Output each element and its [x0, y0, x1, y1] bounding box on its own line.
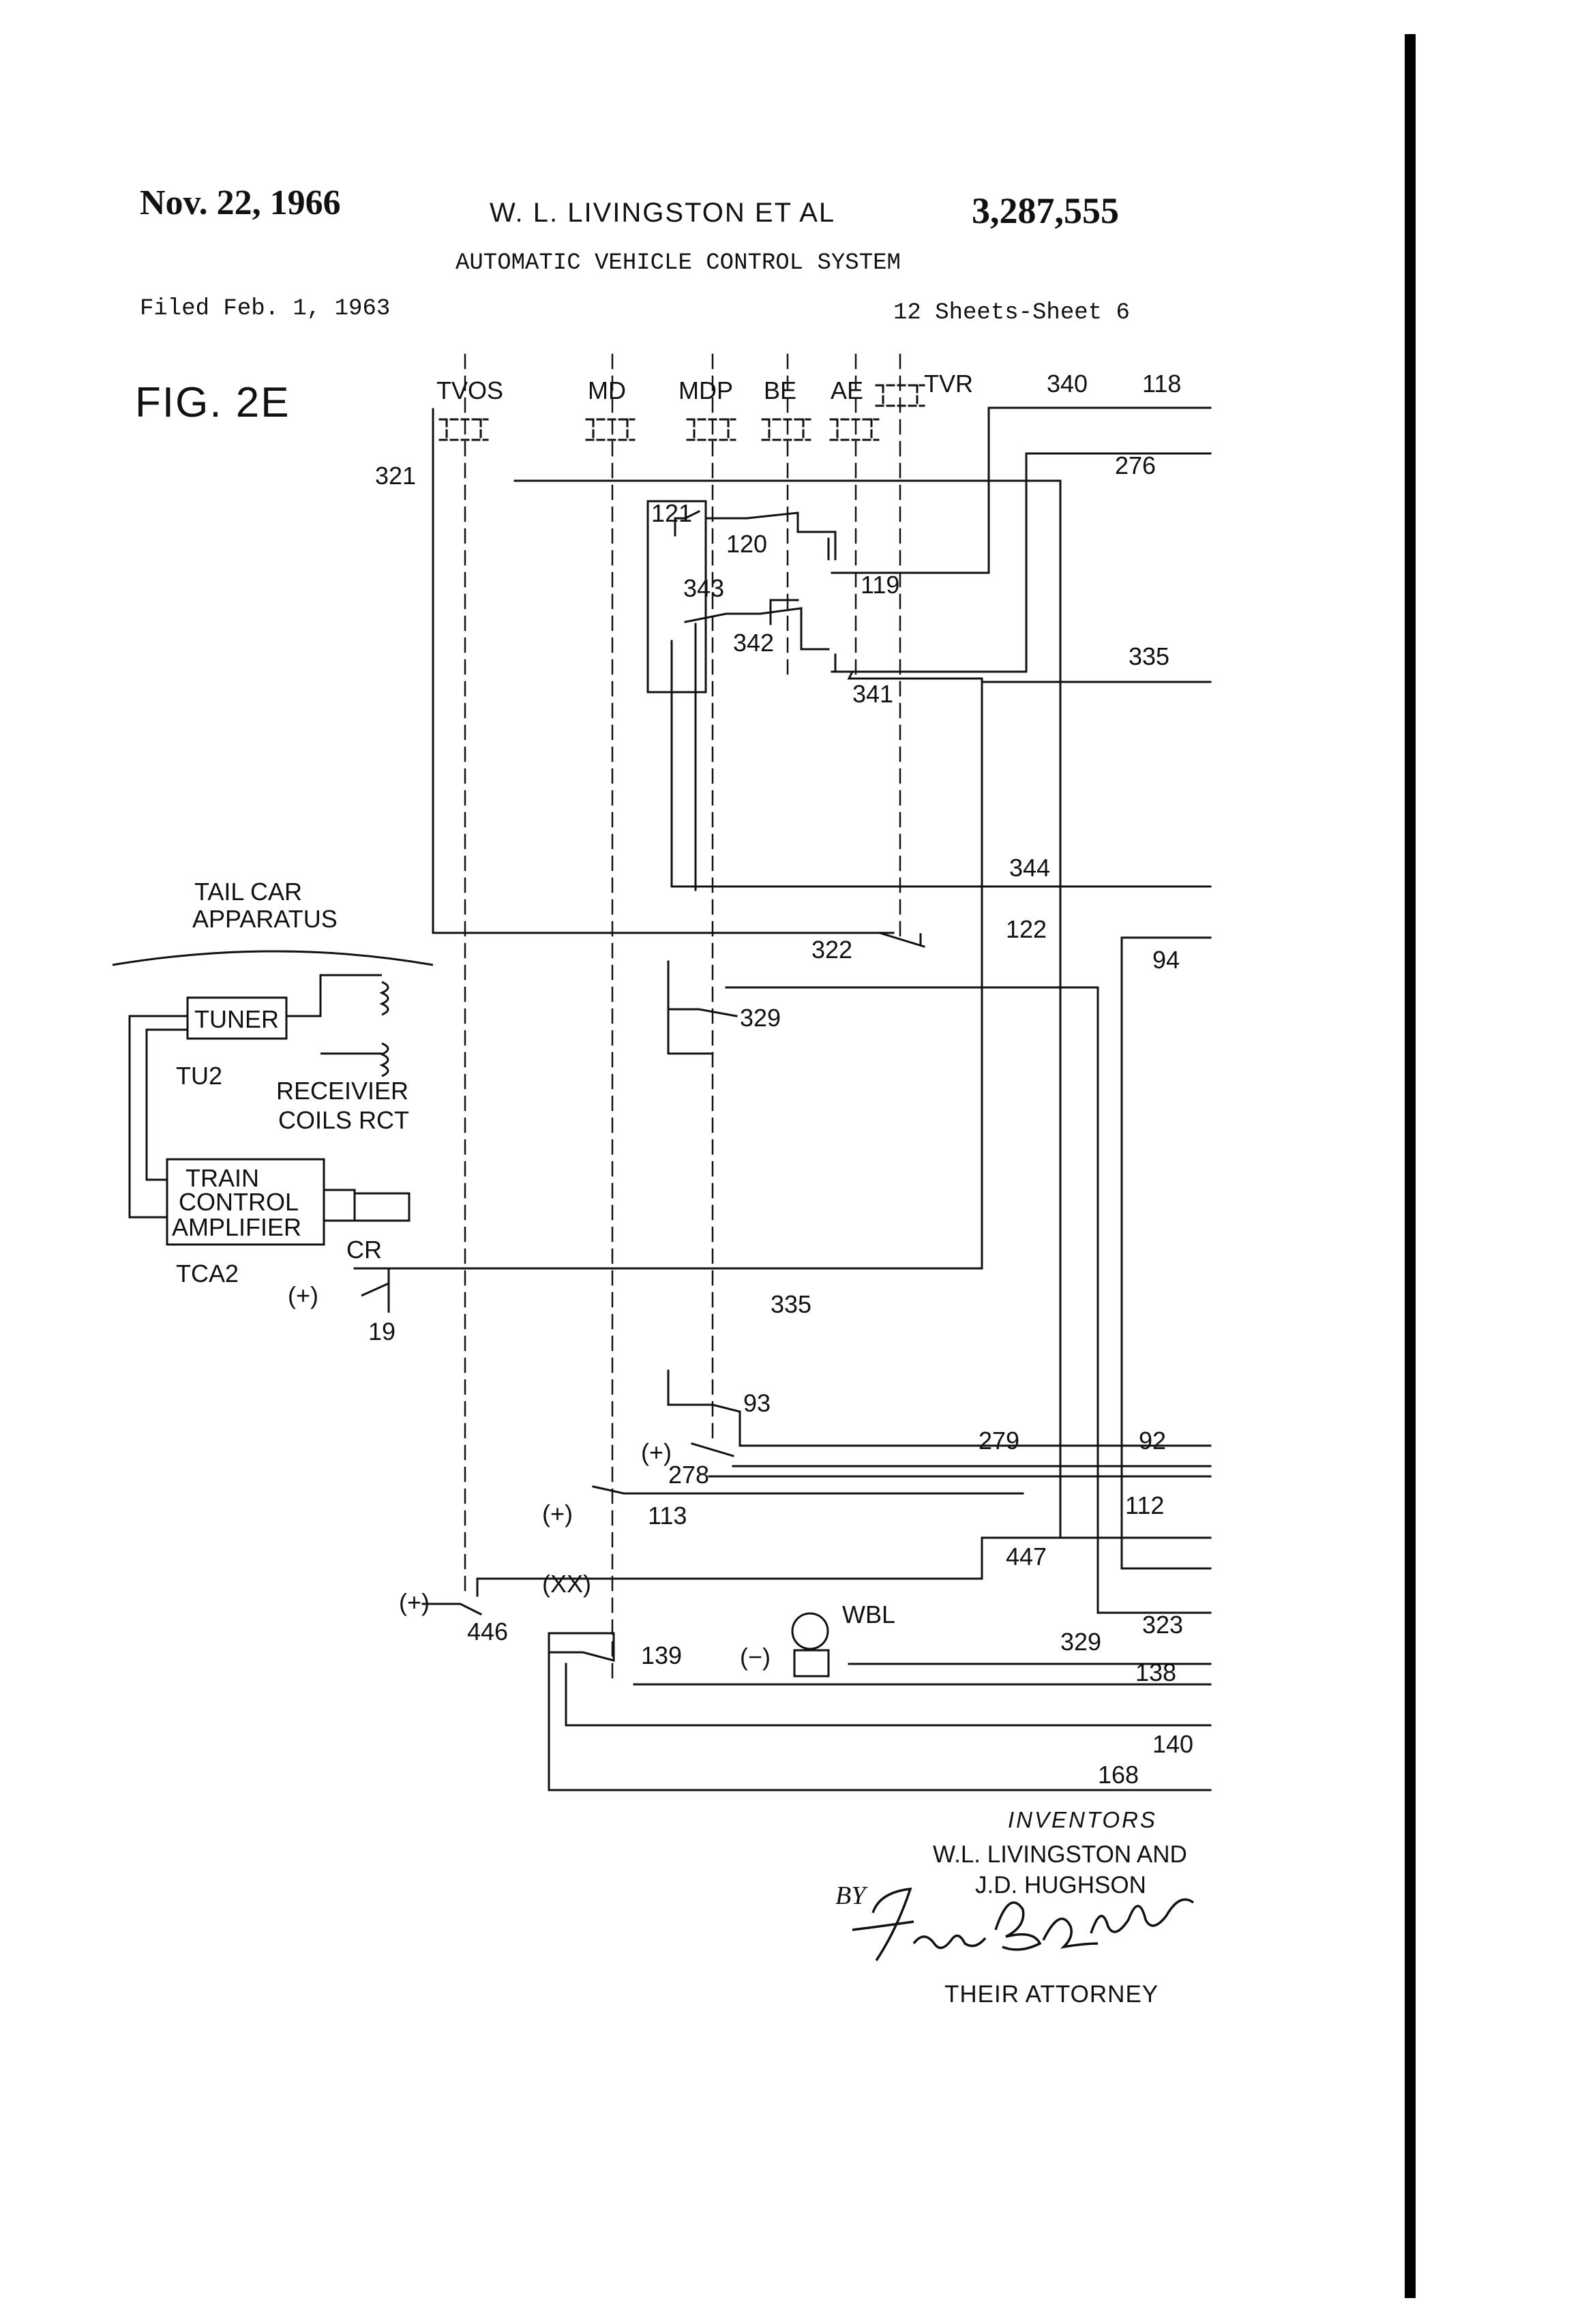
tuner-id: TU2	[176, 1062, 222, 1090]
label-278: 278	[668, 1461, 709, 1489]
tail-car-title-1: TAIL CAR	[194, 878, 302, 906]
label-wbl: WBL	[842, 1600, 895, 1628]
label-118: 118	[1142, 370, 1181, 398]
label-138: 138	[1135, 1658, 1176, 1686]
wire-279	[692, 1444, 1210, 1466]
label-341: 341	[852, 680, 893, 708]
wire-323	[1122, 938, 1210, 1568]
relay-label-ae: AE	[831, 376, 863, 404]
inventors-heading: INVENTORS	[1008, 1807, 1157, 1833]
inventor-names-line-2: J.D. HUGHSON	[975, 1872, 1146, 1899]
label-168: 168	[1098, 1761, 1139, 1789]
label-122: 122	[1006, 915, 1047, 943]
label-322: 322	[811, 936, 852, 964]
amp-id: TCA2	[176, 1260, 239, 1287]
power-plus-113: (+)	[542, 1500, 573, 1528]
tuner-label: TUNER	[194, 1005, 279, 1033]
wire-447	[423, 1538, 1210, 1614]
label-121: 121	[651, 499, 692, 527]
wire-321	[433, 409, 893, 933]
label-113: 113	[648, 1502, 687, 1530]
receiver-label-2: COILS RCT	[278, 1106, 409, 1134]
cr-relay-icon	[324, 1190, 409, 1221]
receiver-coil-icon	[382, 982, 388, 1015]
cr-label: CR	[346, 1236, 382, 1264]
label-119: 119	[861, 571, 899, 599]
power-plus-278: (+)	[641, 1438, 672, 1466]
wire-276	[835, 453, 1210, 672]
label-446: 446	[467, 1618, 508, 1645]
power-plus-446: (+)	[399, 1588, 430, 1616]
amp-label-2: CONTROL	[179, 1188, 299, 1216]
wire-113-loop	[515, 481, 1210, 1538]
wire-140	[566, 1664, 1210, 1725]
power-minus-wbl: (−)	[740, 1643, 771, 1671]
power-plus-19: (+)	[288, 1281, 318, 1309]
label-xx: (XX)	[542, 1570, 591, 1598]
relay-label-be: BE	[764, 376, 796, 404]
label-94: 94	[1152, 946, 1180, 974]
label-343: 343	[683, 574, 724, 602]
label-329: 329	[1060, 1628, 1101, 1656]
label-276: 276	[1115, 451, 1156, 479]
receiver-label-1: RECEIVIER	[276, 1077, 408, 1105]
label-342: 342	[733, 629, 774, 657]
tail-car-title-2: APPARATUS	[192, 905, 338, 933]
label-120: 120	[726, 530, 767, 558]
label-93: 93	[743, 1389, 771, 1417]
label-112: 112	[1125, 1491, 1164, 1519]
inventor-names-line-1: W.L. LIVINGSTON AND	[933, 1841, 1187, 1868]
by-label: BY	[835, 1881, 865, 1911]
label-92: 92	[1139, 1427, 1166, 1455]
label-279: 279	[979, 1427, 1019, 1455]
label-329a: 329	[740, 1004, 781, 1032]
label-335-mid: 335	[771, 1290, 811, 1318]
attorney-signature	[852, 1889, 1193, 1961]
label-344: 344	[1009, 854, 1050, 882]
attorney-role: THEIR ATTORNEY	[944, 1981, 1159, 2008]
wire-340	[832, 408, 1210, 573]
wbl-lamp-icon	[792, 1613, 829, 1676]
label-140: 140	[1152, 1730, 1193, 1758]
contact-19	[361, 1268, 389, 1313]
label-19: 19	[368, 1317, 395, 1345]
relay-label-mdp: MDP	[678, 376, 733, 404]
label-321: 321	[375, 462, 416, 490]
relay-label-tvos: TVOS	[436, 376, 503, 404]
schematic-labels: TVOS MD MDP BE AE TVR 340 118 276 321 12…	[172, 370, 1193, 1789]
label-340: 340	[1047, 370, 1088, 398]
label-323: 323	[1142, 1611, 1183, 1639]
label-447: 447	[1006, 1543, 1047, 1570]
relay-label-tvr: TVR	[924, 370, 973, 398]
amp-label-3: AMPLIFIER	[172, 1213, 301, 1241]
label-139: 139	[641, 1641, 682, 1669]
label-335-top: 335	[1129, 642, 1169, 670]
relay-label-md: MD	[588, 376, 626, 404]
